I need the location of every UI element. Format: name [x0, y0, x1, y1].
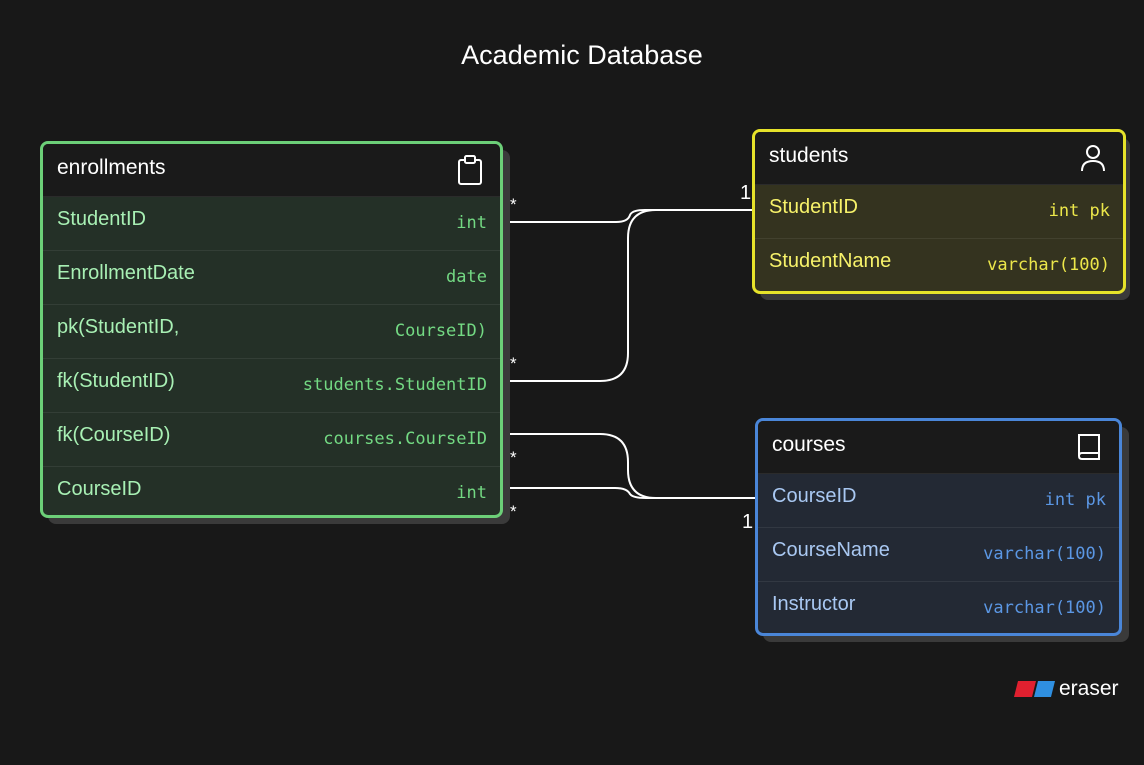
field-name: CourseID: [772, 485, 857, 507]
cardinality-many: *: [510, 502, 517, 521]
field-name: CourseID: [57, 478, 142, 500]
table-name: courses: [772, 433, 846, 456]
table-row[interactable]: EnrollmentDate date: [43, 251, 500, 305]
field-name: fk(StudentID): [57, 370, 175, 392]
connector-courseid-to-courses: [495, 487, 764, 499]
table-row[interactable]: CourseID int: [43, 467, 500, 515]
diagram-title: Academic Database: [461, 40, 703, 70]
connector-studentid-to-students: [495, 209, 762, 223]
connector-fk-courseid-to-courses: [495, 433, 764, 499]
connector-fk-studentid-to-students: [495, 209, 762, 382]
field-type: CourseID): [394, 321, 487, 341]
field-name: Instructor: [772, 593, 856, 615]
table-row[interactable]: fk(CourseID) courses.CourseID: [43, 413, 500, 467]
table-row[interactable]: StudentName varchar(100): [755, 239, 1123, 291]
field-type: date: [446, 267, 487, 287]
table-enrollments[interactable]: enrollments StudentID int EnrollmentDate…: [40, 141, 503, 518]
field-type: courses.CourseID: [323, 429, 487, 449]
cardinality-many: *: [510, 195, 517, 214]
field-type: varchar(100): [983, 544, 1106, 564]
field-type: varchar(100): [987, 255, 1110, 275]
field-name: pk(StudentID,: [57, 316, 180, 338]
field-type: int: [456, 213, 487, 233]
table-row[interactable]: Instructor varchar(100): [758, 582, 1119, 633]
table-name: students: [769, 144, 849, 167]
clipboard-icon: [458, 155, 482, 185]
table-name: enrollments: [57, 156, 166, 179]
table-courses[interactable]: courses CourseID int pk CourseName varch…: [755, 418, 1122, 636]
field-name: CourseName: [772, 539, 890, 561]
cardinality-many: *: [510, 354, 517, 373]
field-name: EnrollmentDate: [57, 262, 195, 284]
table-row[interactable]: CourseID int pk: [758, 474, 1119, 528]
field-type: int pk: [1048, 201, 1110, 221]
field-name: StudentID: [769, 196, 858, 218]
table-row[interactable]: StudentID int: [43, 197, 500, 251]
eraser-logo-icon: [1014, 681, 1055, 697]
field-name: fk(CourseID): [57, 424, 171, 446]
field-type: students.StudentID: [302, 375, 487, 395]
table-header: courses: [758, 421, 1119, 474]
table-header: enrollments: [43, 144, 500, 197]
user-icon: [1081, 145, 1105, 172]
field-name: StudentName: [769, 250, 892, 272]
book-icon: [1078, 434, 1100, 460]
table-row[interactable]: StudentID int pk: [755, 185, 1123, 239]
table-header: students: [755, 132, 1123, 185]
cardinality-many: *: [510, 448, 517, 467]
table-students[interactable]: students StudentID int pk StudentName va…: [752, 129, 1126, 294]
table-row[interactable]: CourseName varchar(100): [758, 528, 1119, 582]
table-row[interactable]: pk(StudentID, CourseID): [43, 305, 500, 359]
field-name: StudentID: [57, 208, 146, 230]
table-row[interactable]: fk(StudentID) students.StudentID: [43, 359, 500, 413]
field-type: int: [456, 483, 487, 503]
field-type: int pk: [1044, 490, 1106, 510]
eraser-logo-text: eraser: [1059, 677, 1119, 700]
field-type: varchar(100): [983, 598, 1106, 618]
